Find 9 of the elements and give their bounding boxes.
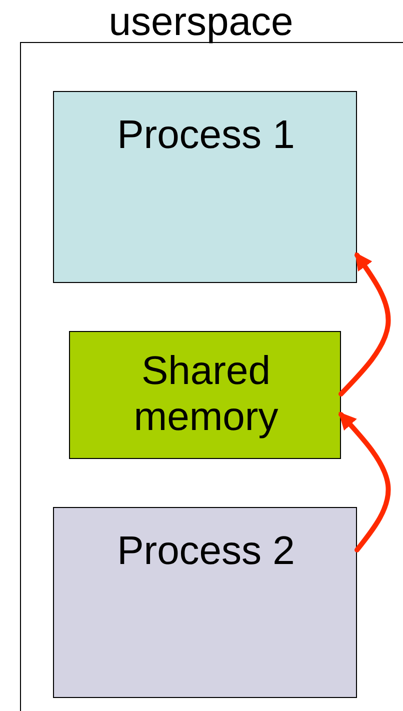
box-label: Process 1 [116, 112, 296, 158]
frame-heading: userspace [108, 0, 294, 45]
box-label: Shared memory [132, 348, 280, 440]
curved-arrow [338, 252, 391, 396]
memory-box [69, 331, 341, 459]
process-box [53, 507, 357, 698]
process-box [53, 91, 357, 283]
box-label: Process 2 [116, 528, 296, 574]
curved-arrow [338, 412, 391, 552]
